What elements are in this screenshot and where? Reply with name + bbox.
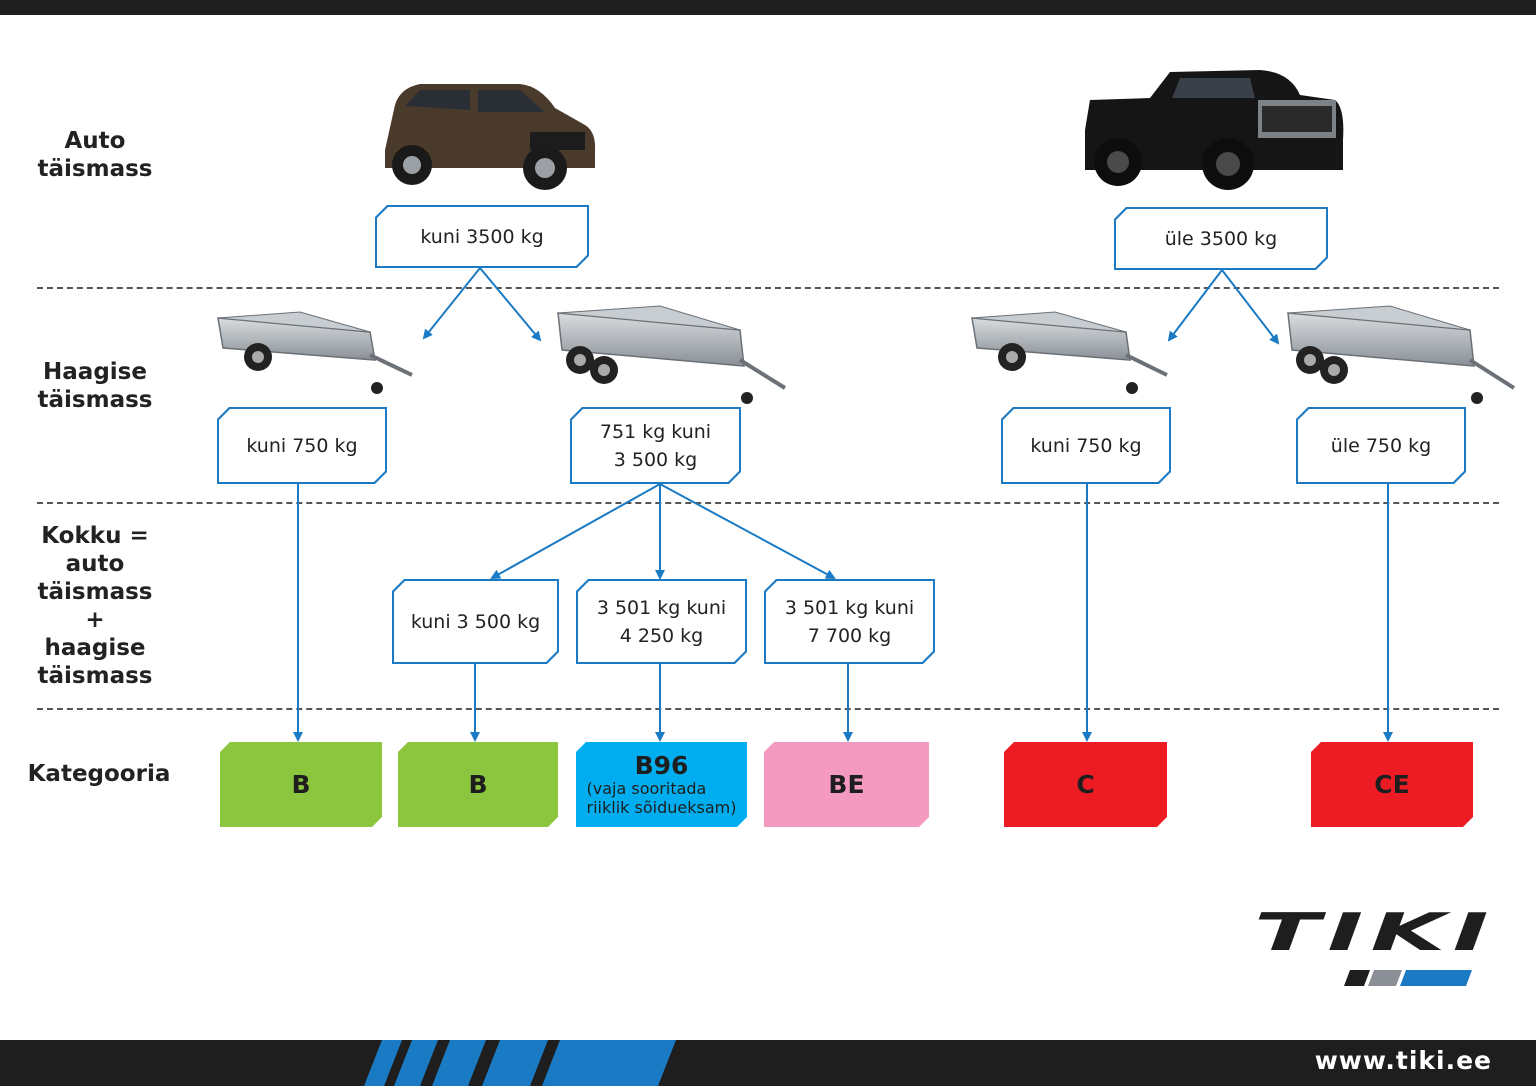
arrow-trailer-mid-to-total-3 xyxy=(659,483,836,579)
trailer-tandem-2-illustration xyxy=(1287,305,1516,404)
arrow-car-light-to-trailer-light xyxy=(422,267,481,340)
category-be-label: BE xyxy=(828,770,865,799)
row-label-car: Auto täismass xyxy=(37,128,153,182)
category-b-2-label: B xyxy=(468,770,488,799)
divider-3 xyxy=(37,708,1499,710)
bottom-bar xyxy=(0,1040,1536,1086)
category-b-2: B xyxy=(398,742,558,827)
category-ce-label: CE xyxy=(1374,770,1410,799)
suv-car-illustration xyxy=(385,84,596,190)
arrow-car-heavy-to-trailer-heavy xyxy=(1221,269,1280,345)
category-be: BE xyxy=(764,742,929,827)
category-b96-note: (vaja sooritada riiklik sõidueksam) xyxy=(586,778,737,817)
box-total-2: 3 501 kg kuni 4 250 kg xyxy=(576,579,747,664)
box-trailer-light-2-text: kuni 750 kg xyxy=(1003,409,1169,482)
arrow-car-heavy-to-trailer-light xyxy=(1167,269,1223,342)
category-b96-label: B96 xyxy=(634,750,689,780)
trailer-tandem-1-illustration xyxy=(557,305,787,404)
pickup-truck-illustration xyxy=(1085,70,1344,190)
tiki-logo-text: TIKI xyxy=(1254,908,1496,963)
box-car-light-text: kuni 3500 kg xyxy=(377,207,587,266)
category-b-1: B xyxy=(220,742,382,827)
divider-1 xyxy=(37,287,1499,289)
trailer-small-2-illustration xyxy=(971,311,1168,394)
row-label-total: Kokku = auto täismass + haagise täismass xyxy=(37,523,153,689)
bottom-bar-stripes xyxy=(364,1040,676,1086)
box-total-1-text: kuni 3 500 kg xyxy=(394,581,557,662)
category-c-label: C xyxy=(1076,770,1095,799)
box-trailer-mid-text: 751 kg kuni 3 500 kg xyxy=(572,409,739,482)
box-trailer-mid: 751 kg kuni 3 500 kg xyxy=(570,407,741,484)
box-trailer-heavy-text: üle 750 kg xyxy=(1298,409,1464,482)
tiki-logo: TIKI xyxy=(1254,908,1496,986)
arrow-car-light-to-trailer-mid xyxy=(479,267,542,342)
divider-2 xyxy=(37,502,1499,504)
box-total-1: kuni 3 500 kg xyxy=(392,579,559,664)
box-car-heavy-text: üle 3500 kg xyxy=(1116,209,1326,268)
box-total-3: 3 501 kg kuni 7 700 kg xyxy=(764,579,935,664)
website-link[interactable]: www.tiki.ee xyxy=(1314,1046,1492,1075)
box-trailer-light-1: kuni 750 kg xyxy=(217,407,387,484)
top-bar xyxy=(0,0,1536,15)
box-trailer-light-1-text: kuni 750 kg xyxy=(219,409,385,482)
box-total-2-text: 3 501 kg kuni 4 250 kg xyxy=(578,581,745,662)
box-trailer-heavy: üle 750 kg xyxy=(1296,407,1466,484)
box-trailer-light-2: kuni 750 kg xyxy=(1001,407,1171,484)
box-total-3-text: 3 501 kg kuni 7 700 kg xyxy=(766,581,933,662)
row-label-trailer: Haagise täismass xyxy=(37,359,153,413)
box-car-heavy: üle 3500 kg xyxy=(1114,207,1328,270)
category-b96: B96 (vaja sooritada riiklik sõidueksam) xyxy=(576,742,747,827)
arrow-trailer-mid-to-total-1 xyxy=(490,483,661,579)
row-label-category: Kategooria xyxy=(27,761,171,787)
category-c: C xyxy=(1004,742,1167,827)
trailer-small-1-illustration xyxy=(217,311,413,394)
category-ce: CE xyxy=(1311,742,1473,827)
connector-arrows xyxy=(293,267,1393,742)
box-car-light: kuni 3500 kg xyxy=(375,205,589,268)
category-b-1-label: B xyxy=(291,770,311,799)
